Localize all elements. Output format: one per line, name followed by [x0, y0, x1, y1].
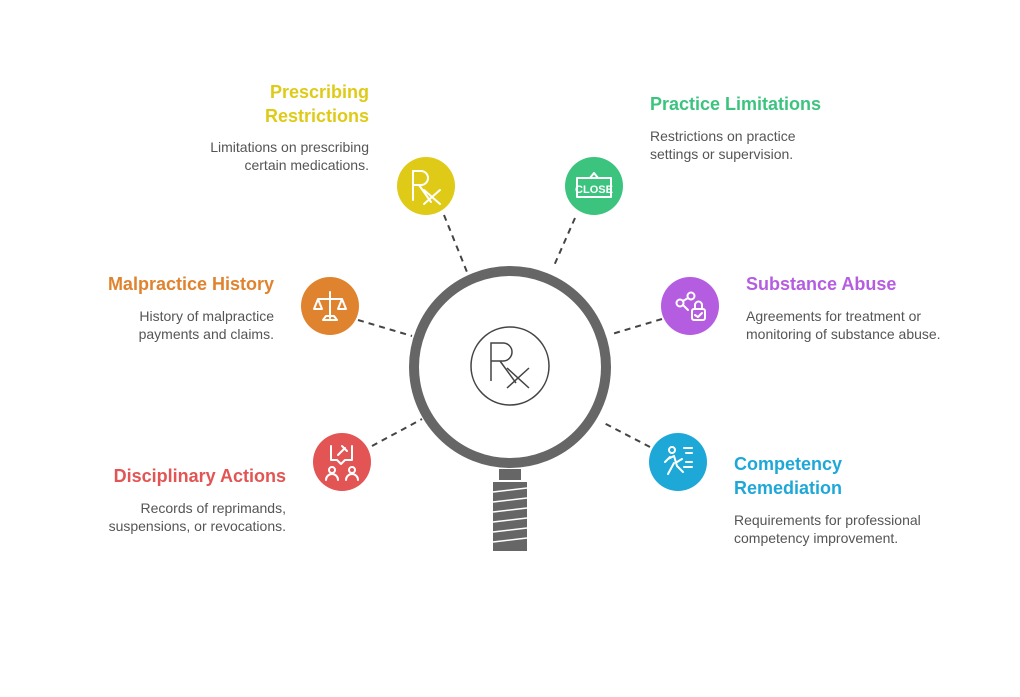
item-description: settings or supervision. — [650, 146, 793, 162]
item-description: certain medications. — [244, 157, 369, 173]
running-person-icon — [649, 433, 707, 491]
connector-disciplinary — [371, 418, 423, 447]
item-description: payments and claims. — [139, 326, 274, 342]
item-title: Disciplinary Actions — [114, 466, 286, 486]
item-description: Restrictions on practice — [650, 128, 796, 144]
item-description: monitoring of substance abuse. — [746, 326, 941, 342]
item-description: competency improvement. — [734, 530, 898, 546]
gavel-meeting-icon — [313, 433, 371, 491]
item-description: History of malpractice — [139, 308, 274, 324]
item-competency-remediation: Competency Remediation Requirements for … — [734, 454, 921, 546]
item-description: Agreements for treatment or — [746, 308, 921, 324]
item-title: Prescribing — [270, 82, 369, 102]
close-sign-icon: CLOSE — [565, 157, 623, 215]
item-practice-limitations: Practice Limitations Restrictions on pra… — [650, 94, 821, 162]
connector-malpractice — [357, 319, 413, 337]
item-description: Records of reprimands, — [140, 500, 286, 516]
item-description: suspensions, or revocations. — [109, 518, 286, 534]
item-title: Substance Abuse — [746, 274, 896, 294]
item-substance-abuse: Substance Abuse Agreements for treatment… — [746, 274, 941, 342]
item-description: Requirements for professional — [734, 512, 921, 528]
item-title: Competency — [734, 454, 842, 474]
connector-competency — [601, 421, 651, 448]
item-title: Malpractice History — [108, 274, 274, 294]
connector-substance — [611, 318, 663, 335]
rx-icon — [470, 326, 550, 406]
scales-icon — [301, 277, 359, 335]
item-title: Practice Limitations — [650, 94, 821, 114]
close-sign-text: CLOSE — [575, 184, 613, 196]
item-title: Remediation — [734, 478, 842, 498]
item-description: Limitations on prescribing — [210, 139, 369, 155]
connector-prescribing — [443, 214, 468, 273]
item-disciplinary-actions: Disciplinary Actions Records of repriman… — [109, 466, 286, 534]
item-malpractice-history: Malpractice History History of malpracti… — [108, 274, 274, 342]
magnifying-glass-icon — [409, 266, 611, 551]
share-lock-icon — [661, 277, 719, 335]
item-prescribing-restrictions: Prescribing Restrictions Limitations on … — [210, 82, 369, 173]
item-title: Restrictions — [265, 106, 369, 126]
connector-practice — [552, 217, 576, 269]
prescribing-icon-circle — [397, 157, 455, 215]
